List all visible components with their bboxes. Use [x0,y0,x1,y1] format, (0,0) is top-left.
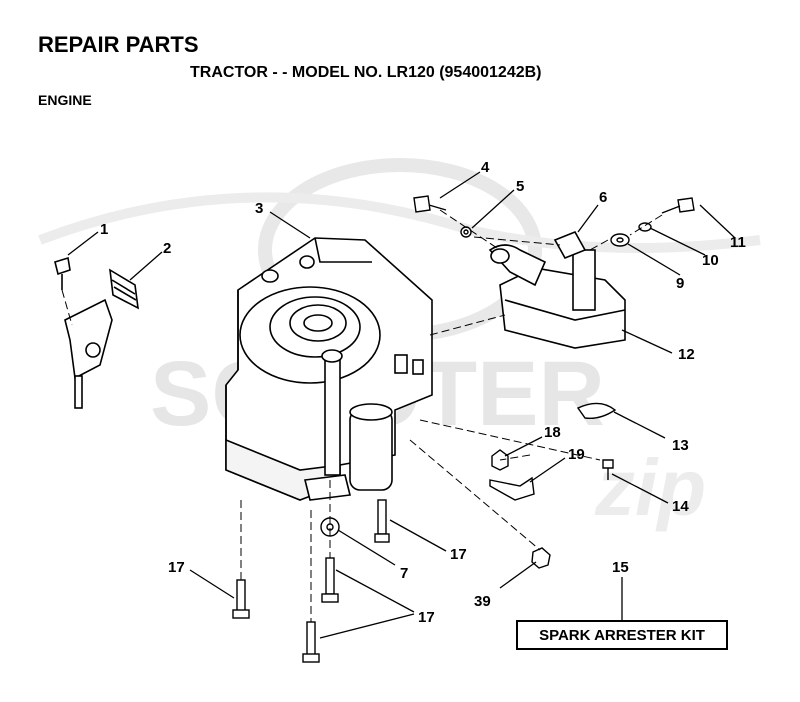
callout-12: 12 [678,346,695,363]
watermark-suffix: zip [594,443,706,532]
assembly-lines [61,209,663,622]
callout-labels: 1 2 3 4 5 6 7 9 10 11 12 13 14 15 17 17 … [100,159,746,626]
page-title: REPAIR PARTS [38,32,199,57]
callout-4: 4 [481,159,490,176]
spark-arrester-kit-label: SPARK ARRESTER KIT [516,620,728,650]
callout-10: 10 [702,252,719,269]
callout-7: 7 [400,565,408,582]
callout-19: 19 [568,446,585,463]
callout-17-b: 17 [168,559,185,576]
callout-13: 13 [672,437,689,454]
callout-17-a: 17 [450,546,467,563]
callout-9: 9 [676,275,684,292]
callout-14: 14 [672,498,689,515]
callout-15: 15 [612,559,629,576]
callout-17-c: 17 [418,609,435,626]
callout-11: 11 [730,234,746,251]
callout-39: 39 [474,593,491,610]
engine-body [225,237,433,501]
callout-6: 6 [599,189,607,206]
callout-5: 5 [516,178,524,195]
section-label: ENGINE [38,92,92,108]
callout-2: 2 [163,240,171,257]
callout-18: 18 [544,424,561,441]
leader-lines [67,171,736,639]
callout-3: 3 [255,200,263,217]
hardware [232,195,695,663]
throttle-control [54,256,139,409]
muffler [488,230,626,349]
callout-1: 1 [100,221,108,238]
model-subtitle: TRACTOR - - MODEL NO. LR120 (954001242B) [190,64,542,81]
